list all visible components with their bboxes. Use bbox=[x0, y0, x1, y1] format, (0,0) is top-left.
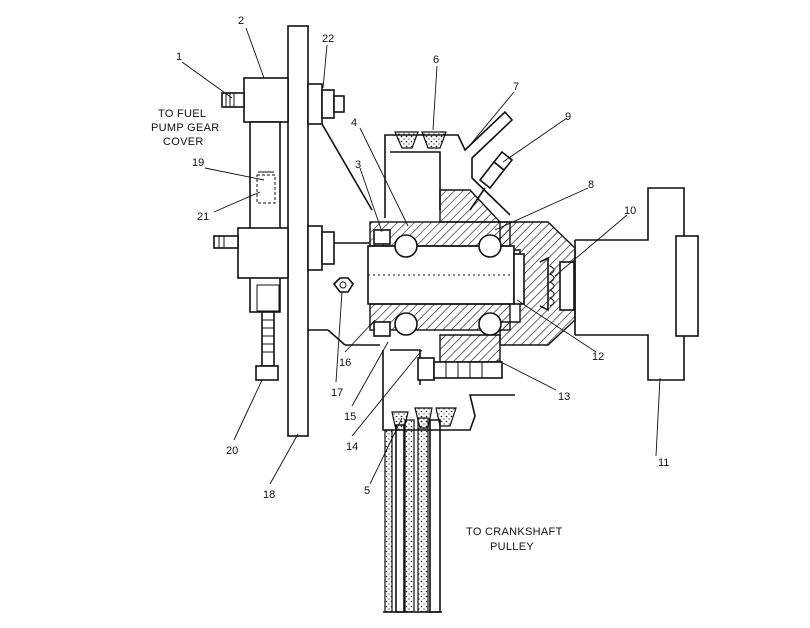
callout-16: 16 bbox=[339, 357, 351, 369]
shaft bbox=[367, 245, 525, 305]
support-arm bbox=[308, 123, 380, 346]
callout-7: 7 bbox=[513, 81, 519, 93]
hex-nut-17 bbox=[332, 277, 354, 293]
callout-21: 21 bbox=[197, 211, 209, 223]
svg-text:COVER: COVER bbox=[163, 136, 204, 148]
callout-17: 17 bbox=[331, 387, 343, 399]
stud-1 bbox=[221, 92, 245, 108]
nut-center bbox=[307, 225, 370, 271]
callout-20: 20 bbox=[226, 445, 238, 457]
stud-left-lower bbox=[213, 235, 239, 249]
bearing-balls bbox=[394, 234, 502, 336]
leader-lines bbox=[181, 27, 661, 485]
callout-12: 12 bbox=[592, 351, 604, 363]
callout-5: 5 bbox=[364, 485, 370, 497]
callout-14: 14 bbox=[346, 441, 358, 453]
pulley-groove-lower bbox=[391, 407, 457, 431]
callout-3: 3 bbox=[355, 159, 361, 171]
callout-9: 9 bbox=[565, 111, 571, 123]
callout-8: 8 bbox=[588, 179, 594, 191]
caption-fuel-pump-gear-cover: TO FUEL PUMP GEAR COVER bbox=[151, 108, 220, 148]
grease-fitting bbox=[469, 150, 514, 211]
mounting-plate bbox=[287, 25, 309, 437]
caption-crankshaft-pulley: TO CRANKSHAFT PULLEY bbox=[466, 526, 563, 553]
nut-22 bbox=[307, 83, 345, 125]
fan-flange bbox=[574, 187, 699, 381]
callout-11: 11 bbox=[658, 457, 669, 469]
callout-15: 15 bbox=[344, 411, 356, 423]
callout-1: 1 bbox=[176, 51, 182, 63]
callout-4: 4 bbox=[351, 117, 357, 129]
callout-13: 13 bbox=[558, 391, 570, 403]
callout-18: 18 bbox=[263, 489, 275, 501]
drive-belts bbox=[383, 417, 442, 613]
lower-bolt bbox=[417, 357, 503, 381]
callout-19: 19 bbox=[192, 157, 204, 169]
callout-22: 22 bbox=[322, 33, 334, 45]
bracket bbox=[237, 77, 289, 313]
callout-6: 6 bbox=[433, 54, 439, 66]
callout-10: 10 bbox=[624, 205, 636, 217]
pulley-hub-section bbox=[439, 189, 576, 363]
callout-numbers: 1 2 3 4 5 6 7 8 9 10 11 12 13 14 15 16 1… bbox=[176, 15, 669, 501]
svg-text:TO FUEL: TO FUEL bbox=[158, 108, 206, 120]
svg-text:PUMP GEAR: PUMP GEAR bbox=[151, 122, 220, 134]
svg-text:TO CRANKSHAFT: TO CRANKSHAFT bbox=[466, 526, 563, 538]
adjusting-bolt bbox=[255, 311, 279, 381]
spring-plug bbox=[539, 256, 575, 312]
pulley-groove-upper bbox=[394, 131, 447, 149]
seals bbox=[373, 229, 391, 337]
callout-2: 2 bbox=[238, 15, 244, 27]
svg-text:PULLEY: PULLEY bbox=[490, 541, 534, 553]
